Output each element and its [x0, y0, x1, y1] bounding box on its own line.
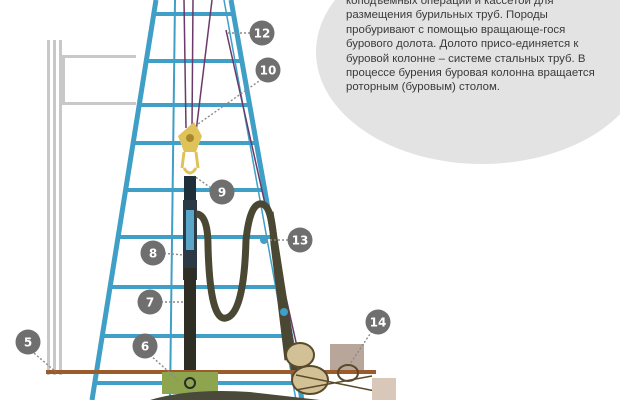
traveling-block [178, 122, 202, 175]
callout-5: 5 [15, 329, 41, 355]
callout-6: 6 [132, 333, 158, 359]
callout-14: 14 [365, 309, 391, 335]
callout-number: 5 [24, 336, 32, 350]
drill-pipe [184, 268, 196, 400]
callout-number: 14 [370, 316, 387, 330]
callouts: 5 6 7 8 9 10 12 13 14 [15, 20, 391, 359]
callout-12: 12 [249, 20, 275, 46]
callout-badge [140, 240, 166, 266]
callout-number: 8 [149, 247, 157, 261]
base-shadow [150, 391, 320, 400]
callout-number: 12 [254, 27, 271, 41]
callout-badge [132, 333, 158, 359]
pipe-rack [47, 40, 136, 375]
callout-13: 13 [287, 227, 313, 253]
callout-number: 13 [292, 234, 309, 248]
callout-9: 9 [209, 179, 235, 205]
callout-badge [15, 329, 41, 355]
callout-8: 8 [140, 240, 166, 266]
callout-leaders [27, 32, 373, 381]
callout-badge [365, 309, 391, 335]
callout-badge [209, 179, 235, 205]
callout-number: 7 [146, 296, 154, 310]
callout-badge [287, 227, 313, 253]
drawworks [285, 342, 396, 400]
info-text: коподъемных операций и кассетой для разм… [346, 0, 595, 94]
callout-badge [255, 57, 281, 83]
info-bubble [316, 0, 620, 164]
mud-hose [195, 200, 292, 361]
callout-10: 10 [255, 57, 281, 83]
callout-number: 6 [141, 340, 149, 354]
rotary-table [162, 372, 218, 394]
callout-number: 10 [260, 64, 277, 78]
kelly-swivel [183, 176, 197, 280]
callout-7: 7 [137, 289, 163, 315]
callout-number: 9 [218, 186, 226, 200]
callout-badge [249, 20, 275, 46]
callout-badge [137, 289, 163, 315]
